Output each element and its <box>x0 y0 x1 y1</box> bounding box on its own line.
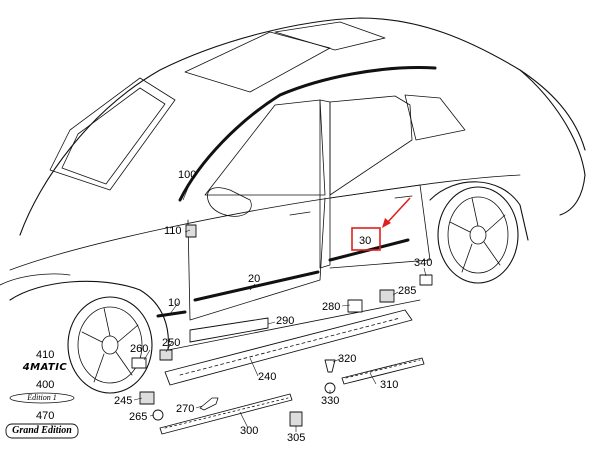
callout-305: 305 <box>287 432 305 444</box>
callout-250: 250 <box>162 337 180 349</box>
callout-310: 310 <box>380 379 398 391</box>
highlight-box <box>351 227 381 251</box>
callout-245: 245 <box>114 395 132 407</box>
callout-320: 320 <box>338 353 356 365</box>
clip-245 <box>139 391 155 405</box>
callout-110: 110 <box>164 225 182 237</box>
callout-290: 290 <box>276 315 294 327</box>
front-wheel <box>67 296 153 394</box>
callout-410: 410 <box>36 349 54 361</box>
callout-300: 300 <box>240 425 258 437</box>
bracket-270 <box>199 397 219 411</box>
front-door-trim-20 <box>193 270 320 302</box>
sill-panel-290 <box>189 317 269 343</box>
callout-100: 100 <box>178 169 196 181</box>
callout-285: 285 <box>398 285 416 297</box>
callout-240: 240 <box>258 371 276 383</box>
clip-340 <box>419 274 433 286</box>
callout-10: 10 <box>168 297 180 309</box>
callout-260: 260 <box>130 343 148 355</box>
clip-265 <box>152 409 164 421</box>
callout-270: 270 <box>176 403 194 415</box>
callout-280: 280 <box>322 301 340 313</box>
sill-cover-240 <box>164 309 413 386</box>
clip-110 <box>185 224 197 238</box>
callout-20: 20 <box>248 273 260 285</box>
edition-1-badge: Edition 1 <box>27 393 57 402</box>
callout-340: 340 <box>414 257 432 269</box>
clip-260 <box>131 357 147 369</box>
clip-320 <box>324 359 336 373</box>
grand-badge-outline <box>5 423 79 439</box>
rear-wheel <box>437 186 519 284</box>
clip-250 <box>159 349 173 361</box>
fender-trim-10 <box>156 310 187 318</box>
leader-lines <box>133 182 427 432</box>
callout-400: 400 <box>36 379 54 391</box>
highlight-arrow <box>385 197 411 225</box>
highlight-arrowhead <box>382 218 391 228</box>
clip-280 <box>347 299 363 313</box>
callout-330: 330 <box>321 395 339 407</box>
lower-strip-300 <box>159 393 293 435</box>
callout-470: 470 <box>36 410 54 422</box>
car-body <box>0 17 586 351</box>
clip-285 <box>379 289 395 303</box>
rear-strip-310 <box>341 357 425 385</box>
edition-badge-outline <box>9 392 75 404</box>
callout-30: 30 <box>359 235 371 247</box>
clip-305 <box>289 411 303 427</box>
callout-265: 265 <box>129 411 147 423</box>
4matic-badge: 4MATIC <box>22 362 68 373</box>
grand-edition-badge: Grand Edition <box>12 425 72 436</box>
